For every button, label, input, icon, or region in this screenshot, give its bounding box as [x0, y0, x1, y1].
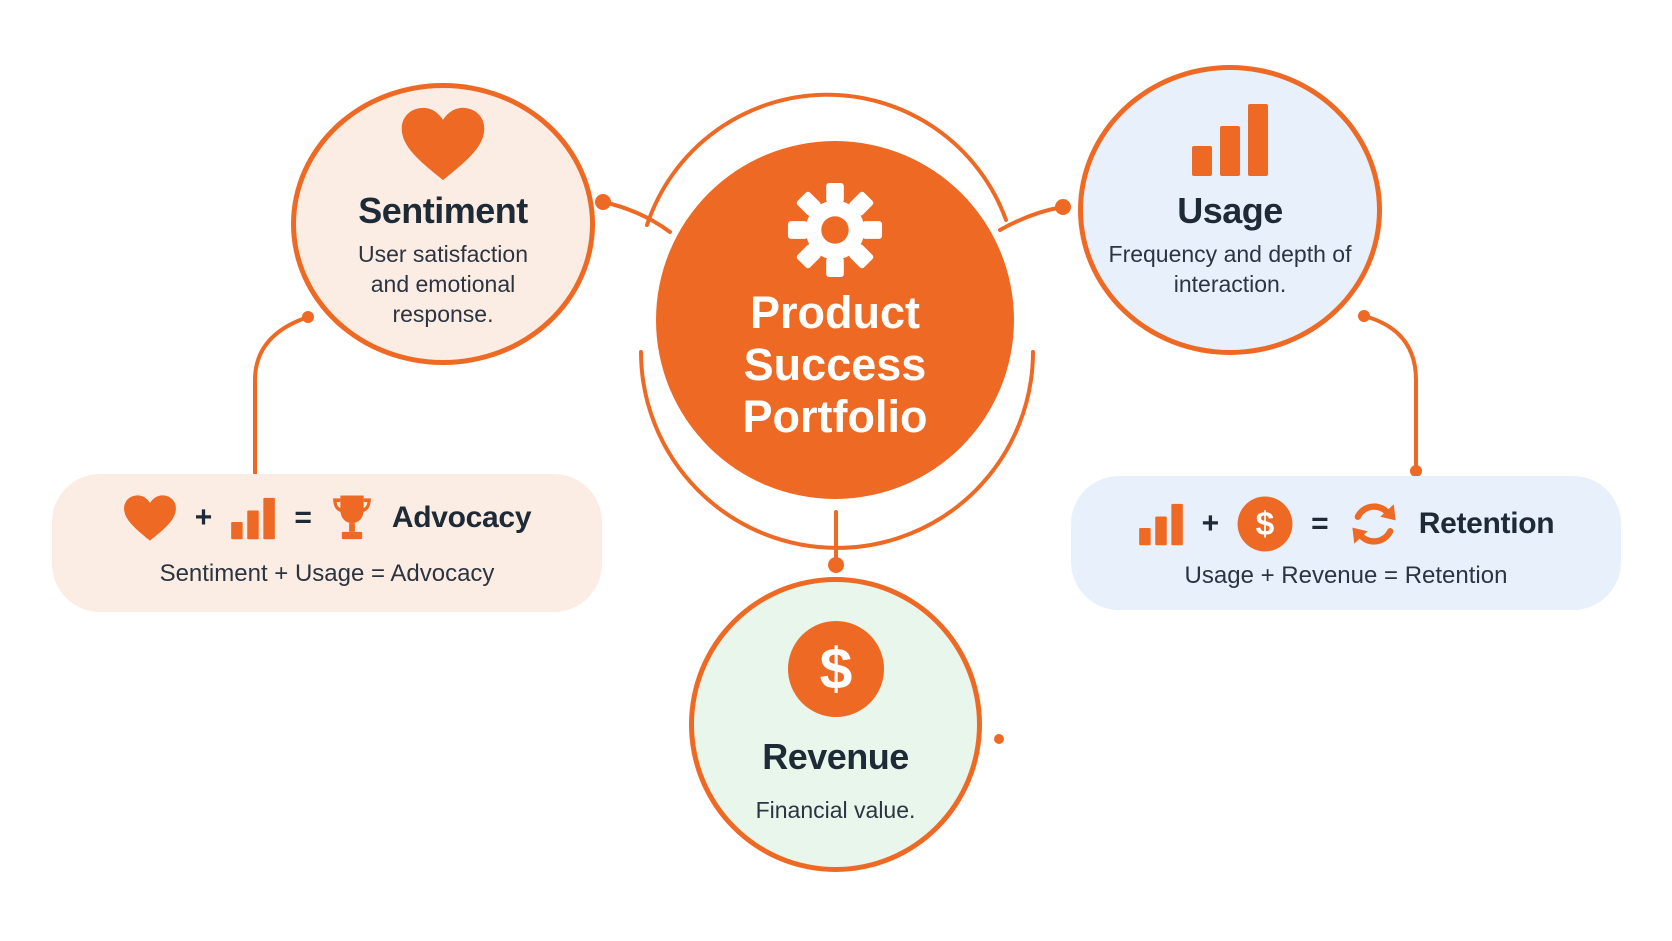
retention-equation-text: Usage + Revenue = Retention	[1184, 562, 1508, 589]
connector-usage-hub	[998, 205, 1065, 232]
retention-result: Retention	[1418, 507, 1555, 540]
bar-chart-icon	[1138, 503, 1183, 546]
connector-dot	[828, 557, 844, 573]
sentiment-title: Sentiment	[358, 190, 528, 231]
usage-title: Usage	[1177, 190, 1283, 231]
connector-dot	[994, 734, 1004, 744]
trophy-icon	[332, 495, 371, 540]
usage-node: Usage Frequency and depth of interaction…	[1078, 65, 1382, 355]
sentiment-node: Sentiment User satisfaction and emotiona…	[291, 83, 595, 365]
advocacy-equation-card: + = Advocacy Sentiment + Usage = Advocac…	[52, 474, 602, 612]
hub-title-line: Portfolio	[742, 391, 928, 442]
hub-title: Product Success Portfolio	[705, 287, 965, 443]
gear-icon	[787, 182, 883, 278]
plus-sign: +	[194, 501, 213, 534]
retention-equation-card: + $ = Retention Usage + Revenue = Retent…	[1071, 476, 1621, 610]
svg-text:$: $	[819, 637, 852, 702]
retention-equation-icons: + $ = Retention	[1071, 496, 1621, 552]
dollar-icon: $	[787, 620, 884, 718]
hub-outer-arc-top	[645, 92, 1008, 227]
revenue-description: Financial value.	[755, 797, 916, 823]
connector-sentiment-advocacy	[253, 315, 310, 476]
equals-sign: =	[294, 501, 312, 534]
advocacy-equation-text: Sentiment + Usage = Advocacy	[159, 560, 495, 587]
sentiment-description: User satisfaction and emotional response…	[357, 241, 528, 327]
heart-icon	[401, 107, 485, 181]
dollar-icon: $	[1237, 496, 1293, 552]
product-success-hub: Product Success Portfolio	[656, 141, 1014, 499]
equals-sign: =	[1311, 507, 1329, 540]
svg-text:$: $	[1256, 506, 1275, 543]
connector-dot	[595, 194, 611, 210]
connector-sentiment-hub	[601, 200, 672, 234]
bar-chart-icon	[1192, 104, 1268, 176]
connector-usage-retention	[1362, 314, 1418, 472]
heart-icon	[123, 495, 176, 541]
connector-dot	[302, 311, 314, 323]
hub-title-line: Success	[743, 339, 927, 390]
revenue-title: Revenue	[762, 736, 909, 777]
hub-title-line: Product	[749, 287, 920, 338]
plus-sign: +	[1201, 507, 1220, 540]
connector-dot	[1358, 310, 1370, 322]
revenue-node: $ Revenue Financial value.	[689, 577, 982, 872]
bar-chart-icon	[231, 497, 276, 540]
advocacy-equation-icons: + = Advocacy	[52, 494, 602, 542]
usage-description: Frequency and depth of interaction.	[1108, 241, 1352, 297]
advocacy-result: Advocacy	[391, 501, 532, 534]
connector-dot	[1055, 199, 1071, 215]
refresh-icon	[1352, 503, 1396, 545]
connector-dot	[1410, 465, 1422, 477]
